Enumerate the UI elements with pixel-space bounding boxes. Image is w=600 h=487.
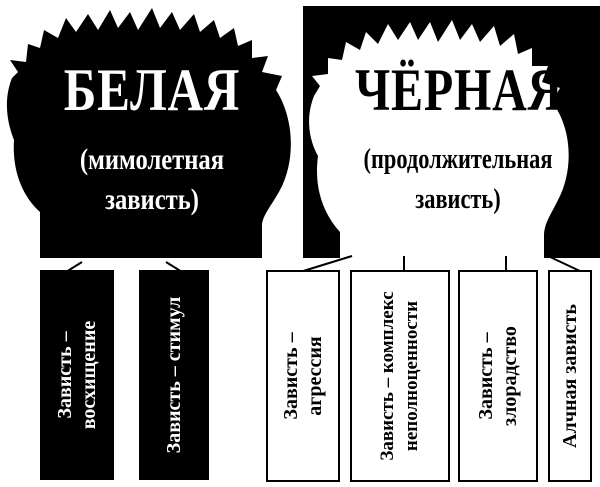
box-label: Зависть – агрессия [279, 332, 327, 419]
black-envy-subtitle-line: (продолжительная [363, 144, 553, 175]
white-envy-title: БЕЛАЯ [63, 57, 241, 123]
box-envy-aggression: Зависть – агрессия [266, 270, 340, 482]
box-label-line: восхищение [78, 320, 100, 430]
box-label-line: агрессия [304, 336, 326, 416]
box-label-line: Зависть – комплекс [377, 291, 398, 461]
box-label: Зависть – стимул [162, 297, 186, 454]
white-envy-subtitle-line: (мимолетная [79, 143, 225, 176]
black-envy-head-silhouette [309, 20, 569, 258]
box-label: Зависть – злорадство [474, 326, 522, 426]
box-label: Алчная зависть [558, 304, 582, 448]
connector-line [547, 255, 583, 273]
box-label-line: Зависть – стимул [163, 296, 185, 454]
box-label-line: Алчная зависть [559, 304, 581, 448]
connector-line [299, 255, 353, 273]
box-envy-stimulus: Зависть – стимул [139, 270, 209, 480]
black-envy-subtitle-line: зависть) [415, 184, 501, 215]
box-greedy-envy: Алчная зависть [548, 270, 592, 482]
box-label-line: Зависть – [475, 332, 497, 420]
black-envy-subtitle: (продолжительная зависть) [344, 140, 571, 220]
box-envy-inferiority: Зависть – комплекс неполноценности [350, 270, 450, 482]
box-label-line: Зависть – [280, 332, 302, 420]
box-label: Зависть – восхищение [53, 321, 101, 430]
box-label-line: неполноценности [401, 300, 422, 452]
white-envy-subtitle: (мимолетная зависть) [49, 140, 256, 220]
box-label: Зависть – комплекс неполноценности [376, 291, 424, 460]
box-envy-admiration: Зависть – восхищение [40, 270, 114, 480]
white-envy-subtitle-line: зависть) [105, 183, 199, 216]
box-label-line: злорадство [499, 326, 521, 426]
white-envy-head-silhouette [6, 8, 291, 258]
box-envy-gloating: Зависть – злорадство [458, 270, 538, 482]
black-envy-title: ЧЁРНАЯ [354, 57, 564, 123]
box-label-line: Зависть – [54, 331, 76, 419]
